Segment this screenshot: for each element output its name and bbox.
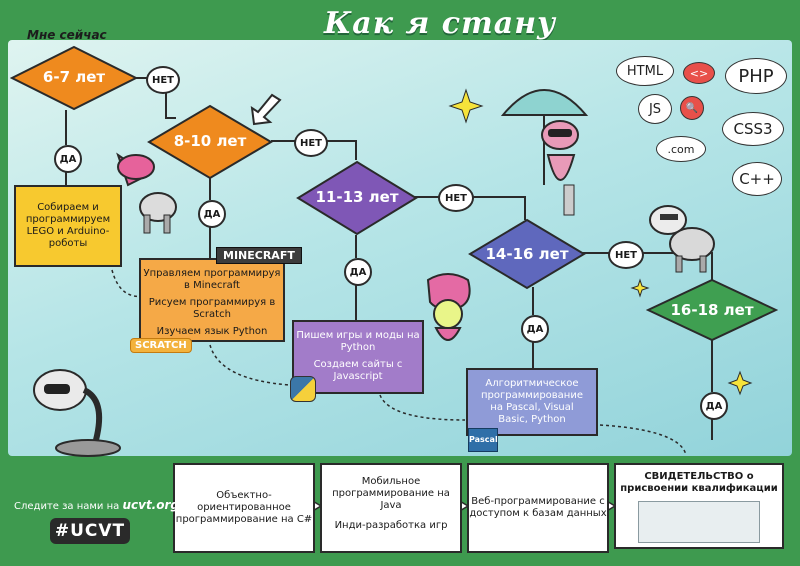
bottom-certificate-box: СВИДЕТЕЛЬСТВО о присвоении квалификации <box>614 463 784 549</box>
bottom-mobile-line: Инди-разработка игр <box>322 520 460 532</box>
no-badge: НЕТ <box>438 184 474 212</box>
yes-badge: ДА <box>54 145 82 173</box>
certificate-title: СВИДЕТЕЛЬСТВО о присвоении квалификации <box>616 471 782 495</box>
tag-angle-brackets: <> <box>683 62 715 84</box>
umbrella-robot-icon <box>498 75 590 225</box>
decision-14-16-label: 14-16 лет <box>468 245 586 263</box>
dashed-algo-link <box>600 425 686 455</box>
tag-css3: CSS3 <box>722 112 784 146</box>
pascal-logo: Pascal <box>468 428 498 452</box>
connector-no-11-13 <box>324 141 356 160</box>
follow-text: Следите за нами на <box>14 501 119 512</box>
scratch-logo: SCRATCH <box>130 338 192 353</box>
minecraft-logo: MINECRAFT <box>216 247 302 264</box>
lego-box-text: Собираем и программируем LEGO и Arduino-… <box>16 202 120 250</box>
follow-line: Следите за нами на ucvt.org <box>14 498 179 512</box>
robot-cat-icon <box>640 198 720 276</box>
decision-6-7-label: 6-7 лет <box>10 68 138 86</box>
no-badge: НЕТ <box>294 129 328 157</box>
python-logo-icon <box>290 376 316 402</box>
tag-dotcom: .com <box>656 136 706 162</box>
minecraft-box-line: Рисуем программируя в Scratch <box>141 297 283 321</box>
yes-badge: ДА <box>700 392 728 420</box>
tag-search-icon: 🔍 <box>680 96 704 120</box>
tag-js: JS <box>638 94 672 124</box>
minecraft-box: Управляем программируя в Minecraft Рисуе… <box>139 258 285 342</box>
minecraft-box-line: Изучаем язык Python <box>141 326 283 338</box>
decision-16-18-label: 16-18 лет <box>646 301 778 319</box>
bottom-mobile-line: Мобильное программирование на Java <box>322 476 460 512</box>
hashtag-badge: #UCVT <box>50 518 130 544</box>
dashed-minecraft-link <box>210 345 290 385</box>
lamp-robot-icon <box>26 360 130 460</box>
certificate-image <box>638 501 760 543</box>
decision-11-13-label: 11-13 лет <box>296 188 418 206</box>
yes-badge: ДА <box>521 315 549 343</box>
algorithmic-box-text: Алгоритмическое программирование на Pasc… <box>474 378 590 426</box>
python-box-line: Пишем игры и моды на Python <box>294 330 422 354</box>
tag-html: HTML <box>616 56 674 86</box>
star-icon <box>450 90 482 122</box>
algorithmic-box: Алгоритмическое программирование на Pasc… <box>466 368 598 436</box>
tag-php: PHP <box>725 58 787 94</box>
bottom-web-box: Веб-программирование с доступом к базам … <box>467 463 609 553</box>
bottom-web-text: Веб-программирование с доступом к базам … <box>469 496 607 520</box>
yes-badge: ДА <box>198 200 226 228</box>
no-badge: НЕТ <box>146 66 180 94</box>
minecraft-box-line: Управляем программируя в Minecraft <box>141 268 283 292</box>
bottom-oop-box: Объектно-ориентированное программировани… <box>173 463 315 553</box>
no-badge: НЕТ <box>608 241 644 269</box>
yes-badge: ДА <box>344 258 372 286</box>
bottom-mobile-box: Мобильное программирование на Java Инди-… <box>320 463 462 553</box>
dashed-python-link <box>380 395 465 420</box>
site-link[interactable]: ucvt.org <box>122 498 179 512</box>
magnifier-robot-icon <box>418 272 478 352</box>
robot-dog-icon <box>108 145 188 235</box>
tag-cpp: C++ <box>732 162 782 196</box>
star-icon <box>729 372 751 394</box>
bottom-oop-text: Объектно-ориентированное программировани… <box>175 490 313 526</box>
lego-box: Собираем и программируем LEGO и Arduino-… <box>14 185 122 267</box>
